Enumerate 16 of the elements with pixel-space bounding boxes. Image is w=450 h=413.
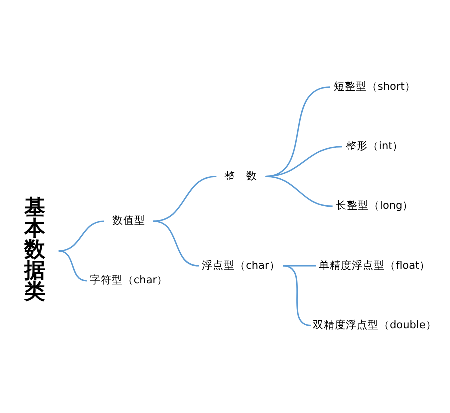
node-text: 双精度浮点型（double） <box>312 319 437 332</box>
node-text: 整 数 <box>224 170 258 182</box>
connector <box>153 176 217 222</box>
node-text: 数值型 <box>112 215 146 228</box>
node-text: 短整型（short） <box>334 81 416 93</box>
node-text: 整形（int） <box>346 140 404 153</box>
node-text: 字符型（char） <box>90 274 168 287</box>
connector <box>58 220 105 252</box>
connector <box>58 250 88 282</box>
connector <box>153 220 200 267</box>
connector <box>283 265 312 326</box>
node-text: 单精度浮点型（float） <box>319 260 431 272</box>
node-text: 基本数据类 <box>24 194 46 304</box>
connector <box>266 176 333 208</box>
node-text: 浮点型（char） <box>202 260 280 272</box>
node-text: 长整型（long） <box>336 200 414 212</box>
